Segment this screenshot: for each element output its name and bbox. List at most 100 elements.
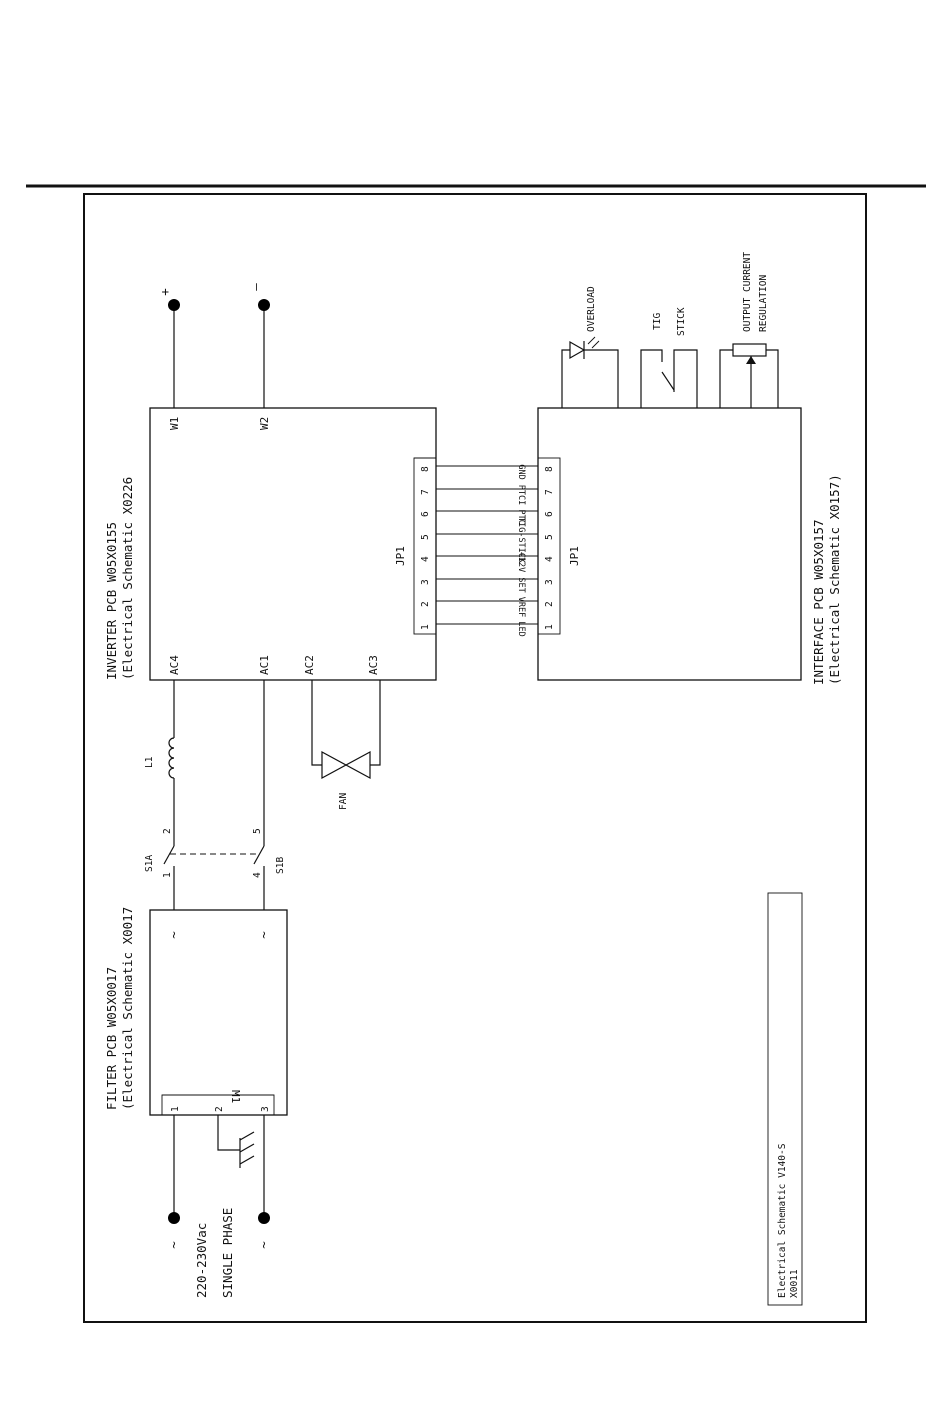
switch-pin-1: 1 xyxy=(162,872,173,878)
tig-label: TIG xyxy=(652,313,663,330)
signal-ptci: PTCI xyxy=(516,485,526,505)
switch-s1b xyxy=(253,842,265,910)
regulation-label-line1: OUTPUT CURRENT xyxy=(742,252,753,332)
schematic-frame xyxy=(83,193,867,1323)
switch-s1a xyxy=(163,842,175,910)
m1-pin-2: 2 xyxy=(214,1106,225,1112)
mains-tilde-2: ~ xyxy=(256,1241,271,1249)
pot-wiper-arrow-icon xyxy=(746,356,756,364)
mains-line-terminal xyxy=(168,1212,180,1224)
inverter-subtitle: (Electrical Schematic X0226 xyxy=(120,477,135,680)
ifc-pin-7: 7 xyxy=(544,489,555,495)
signal-labels: LED VREF SET +12V TIG-STICK PTC PTCI GND xyxy=(516,464,526,636)
filter-subtitle: (Electrical Schematic X0017 xyxy=(120,907,135,1110)
title-block xyxy=(767,892,803,1306)
inv-pin-8: 8 xyxy=(420,466,431,472)
ifc-pin-3: 3 xyxy=(544,579,555,585)
terminal-ac2: AC2 xyxy=(303,655,316,675)
terminal-ac1: AC1 xyxy=(258,655,271,675)
interface-jp1-connector xyxy=(537,457,561,635)
interface-subtitle: (Electrical Schematic X0157) xyxy=(827,474,842,685)
interface-pcb-box xyxy=(537,407,802,681)
inv-pin-5: 5 xyxy=(420,534,431,540)
potentiometer-icon xyxy=(732,343,767,357)
signal-tig-stick: TIG-STICK xyxy=(516,517,526,564)
ground-wire xyxy=(217,1115,240,1151)
inverter-title: INVERTER PCB W05X0155 xyxy=(104,522,119,680)
terminal-w1: W1 xyxy=(168,417,181,430)
switch-s1a-label: S1A xyxy=(144,855,155,872)
m1-pin-3: 3 xyxy=(260,1106,271,1112)
regulation-label-line2: REGULATION xyxy=(758,275,769,332)
interface-jp1-label: JP1 xyxy=(568,546,581,566)
m1-label: M1 xyxy=(229,1090,242,1103)
inductor-label: L1 xyxy=(144,756,155,768)
inverter-jp1-connector xyxy=(413,457,437,635)
inverter-jp1-pins: 1 2 3 4 5 6 7 8 xyxy=(420,466,431,630)
pot-wire-b xyxy=(766,349,779,408)
output-plus-terminal xyxy=(168,299,180,311)
filter-title: FILTER PCB W05X0017 xyxy=(104,967,119,1110)
fan-label: FAN xyxy=(338,793,349,810)
switch-pin-4: 4 xyxy=(252,872,263,878)
inv-pin-6: 6 xyxy=(420,511,431,517)
ifc-pin-8: 8 xyxy=(544,466,555,472)
led-wire-b xyxy=(584,349,619,408)
overload-label: OVERLOAD xyxy=(586,286,597,332)
ifc-pin-4: 4 xyxy=(544,556,555,562)
signal-ptc: PTC xyxy=(516,509,526,524)
filter-pcb-box xyxy=(149,909,288,1116)
tig-stick-wire-a xyxy=(640,349,663,408)
output-minus-terminal xyxy=(258,299,270,311)
terminal-w2: W2 xyxy=(258,417,271,430)
input-phase-label: SINGLE PHASE xyxy=(220,1208,235,1298)
ac2-wire xyxy=(311,680,322,766)
mains-neutral-terminal xyxy=(258,1212,270,1224)
inverter-pcb-box xyxy=(149,407,437,681)
title-block-line1: Electrical Schematic V140-S xyxy=(777,1143,788,1298)
interface-title: INTERFACE PCB W05X0157 xyxy=(811,519,826,685)
inverter-jp1-label: JP1 xyxy=(394,546,407,566)
m1-pin-1: 1 xyxy=(170,1106,181,1112)
led-wire-a xyxy=(561,349,570,408)
signal-gnd: GND xyxy=(516,464,526,479)
tig-stick-switch-icon xyxy=(661,371,675,391)
ifc-pin-6: 6 xyxy=(544,511,555,517)
inv-pin-2: 2 xyxy=(420,601,431,607)
signal-set: SET xyxy=(516,577,526,592)
switch-pin-5: 5 xyxy=(252,828,263,834)
inv-pin-7: 7 xyxy=(420,489,431,495)
signal-12v: +12V xyxy=(516,552,526,572)
fan-symbol xyxy=(321,750,371,780)
terminal-ac3: AC3 xyxy=(367,655,380,675)
ifc-pin-5: 5 xyxy=(544,534,555,540)
title-block-line2: X0011 xyxy=(789,1269,800,1298)
ifc-pin-1: 1 xyxy=(544,624,555,630)
signal-led: LED xyxy=(516,621,526,636)
ac3-wire xyxy=(370,680,381,766)
switch-s1b-label: S1B xyxy=(275,857,286,874)
input-voltage-label: 220-230Vac xyxy=(194,1223,209,1298)
jp1-bus xyxy=(436,465,538,625)
inv-pin-3: 3 xyxy=(420,579,431,585)
pot-wire-a xyxy=(719,349,733,408)
switch-pin-2: 2 xyxy=(162,828,173,834)
inv-pin-4: 4 xyxy=(420,556,431,562)
filter-tilde-bottom: ~ xyxy=(256,931,271,939)
interface-jp1-pins: 1 2 3 4 5 6 7 8 xyxy=(544,466,555,630)
output-minus-label: — xyxy=(248,283,263,291)
inv-pin-1: 1 xyxy=(420,624,431,630)
ifc-pin-2: 2 xyxy=(544,601,555,607)
stick-label: STICK xyxy=(676,307,687,336)
mains-tilde-1: ~ xyxy=(166,1241,181,1249)
ground-icon xyxy=(239,1131,255,1168)
overload-led-icon xyxy=(569,336,600,360)
filter-tilde-top: ~ xyxy=(166,931,181,939)
output-plus-label: + xyxy=(157,288,172,296)
inductor-l1-coil xyxy=(168,737,175,779)
tig-stick-wire-b xyxy=(673,349,698,408)
terminal-ac4: AC4 xyxy=(168,655,181,675)
signal-vref: VREF xyxy=(516,597,526,617)
